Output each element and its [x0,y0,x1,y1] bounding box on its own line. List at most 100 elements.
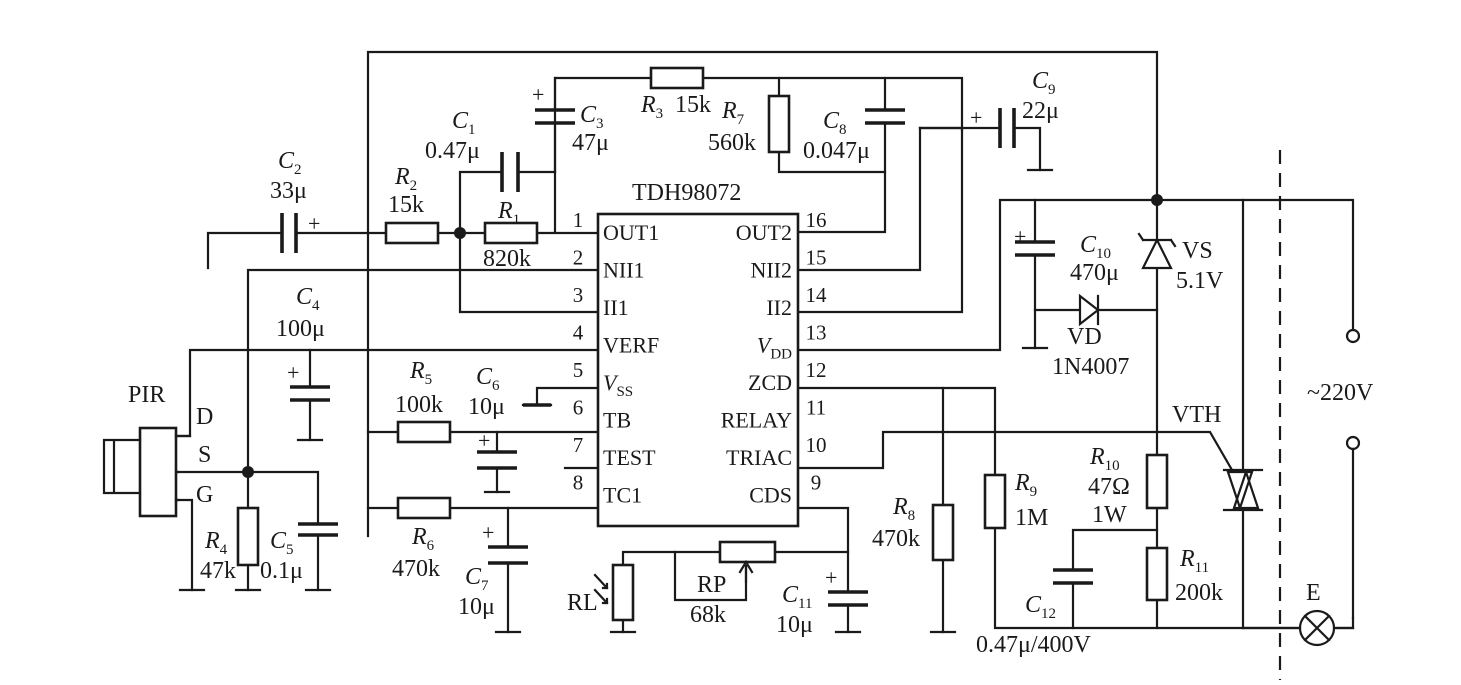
pin-name: TEST [603,445,656,470]
c9-plus: + [970,105,982,130]
rl-body [611,563,635,622]
r9-value: 1M [1015,505,1048,531]
c2-label: C2 [278,148,302,178]
c7-value: 10μ [458,594,495,620]
vd-diode-icon [1078,293,1100,327]
c5-plates [298,522,338,537]
rp-wiper-arrow [738,559,754,584]
polarity-marks: + + + + + + + + [287,82,1026,590]
pin-name: CDS [749,483,792,508]
c11-plus: + [825,565,837,590]
r10-body [1145,453,1169,510]
r1-body [483,221,539,245]
r3-value: 15k [675,92,711,118]
pin-name: TRIAC [726,445,792,470]
c4-label: C4 [296,284,320,314]
c12-plates [1053,568,1093,585]
r5-body [396,420,452,444]
c3-plates [535,108,575,125]
ic-right-pins: 16OUT215NII214II213VDD12ZCD11RELAY10TRIA… [721,208,827,508]
r9-label: R9 [1014,470,1037,500]
c10-label: C10 [1080,232,1111,262]
pin-name: VDD [757,333,792,363]
r3-label: R3 [640,92,663,122]
pin-number: 5 [573,358,584,382]
mains-terminals [1278,150,1361,680]
r11-value: 200k [1175,580,1223,606]
c12-label: C12 [1025,592,1056,622]
pin-number: 8 [573,471,584,495]
r4-label: R4 [204,528,228,558]
lamp-e-icon [1298,609,1336,647]
r5-label: R5 [409,358,432,388]
resistors [236,66,1169,622]
c6-value: 10μ [468,394,505,420]
vth-triac-icon [1222,468,1264,512]
semiconductors [1078,232,1355,647]
junction-dots [242,194,1163,478]
c5-value: 0.1μ [260,558,303,584]
r2-label: R2 [394,164,417,194]
c8-value: 0.047μ [803,138,870,164]
pin-number: 1 [573,208,584,232]
rp-value: 68k [690,602,726,628]
vd-label: VD [1067,324,1102,350]
pin-number: 15 [806,246,827,270]
pir-label: PIR [128,382,165,408]
pir-pin-s: S [198,442,211,468]
c11-plates [828,590,868,607]
pin-number: 2 [573,246,584,270]
c2-plus: + [308,211,320,236]
r7-body [767,94,791,154]
r4-value: 47k [200,558,236,584]
vs-label: VS [1182,238,1213,264]
pir-pin-g: G [196,482,213,508]
c11-label: C11 [782,582,812,612]
pin-number: 3 [573,283,584,307]
component-labels: C1 0.47μ C2 33μ C3 47μ R3 15k R7 560k C8… [128,68,1374,658]
c9-plates [998,108,1016,148]
c7-plus: + [482,520,494,545]
r9-body [983,473,1007,530]
pin-name: VERF [603,333,659,358]
c7-label: C7 [465,564,489,594]
pin-name: II2 [766,295,792,320]
pir-pin-d: D [196,404,213,430]
pin-number: 10 [806,433,827,457]
pin-name: NII1 [603,258,645,283]
pin-name: TB [603,408,631,433]
wires [176,50,1355,634]
vd-value: 1N4007 [1052,354,1129,380]
c12-value: 0.47μ/400V [976,632,1092,658]
c4-plus: + [287,360,299,385]
r11-body [1145,546,1169,602]
r4-body [236,506,260,567]
r5-value: 100k [395,392,443,418]
r6-body [396,496,452,520]
rl-label: RL [567,590,598,616]
c7a-plus: + [478,428,490,453]
r1-value: 820k [483,246,531,272]
pin-name: RELAY [721,408,792,433]
r3-body [649,66,705,90]
r11-label: R11 [1179,546,1209,576]
vs-value: 5.1V [1176,268,1224,294]
c10-value: 470μ [1070,260,1119,286]
r1-label: R1 [497,198,520,228]
ic-name: TDH98072 [632,180,741,206]
c10-plates [1015,240,1055,257]
r6-label: R6 [411,524,435,554]
r8-value: 470k [872,526,920,552]
c2-plates [280,213,298,253]
c11-value: 10μ [776,612,813,638]
pin-name: OUT1 [603,220,659,245]
pin-number: 4 [573,321,584,345]
r10-power: 1W [1092,502,1127,528]
mains-label: ~220V [1307,380,1374,406]
rl-light-arrows-icon [593,573,609,605]
